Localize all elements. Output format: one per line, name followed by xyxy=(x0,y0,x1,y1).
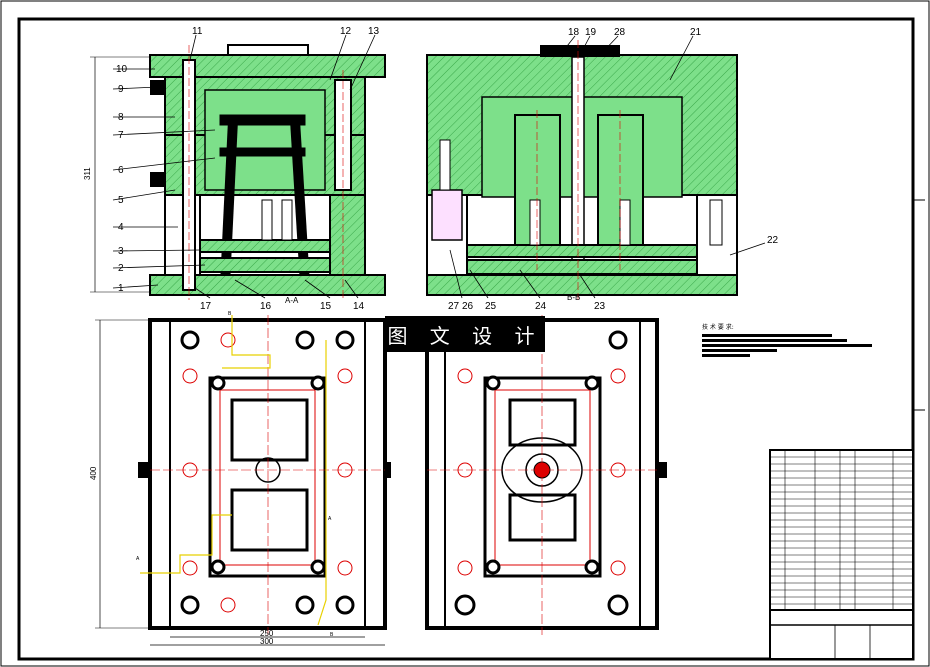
section-marker-4: B xyxy=(330,632,334,638)
section-label-bb: B-B xyxy=(567,293,580,302)
section-label-aa: A-A xyxy=(285,296,299,305)
note-line xyxy=(702,354,750,357)
part-label-27: 27 xyxy=(448,301,460,312)
part-label-22: 22 xyxy=(767,235,779,246)
part-label-6: 6 xyxy=(118,165,124,176)
right-section-view xyxy=(426,40,738,300)
inner-border xyxy=(17,17,915,661)
part-label-10: 10 xyxy=(116,64,128,75)
dimension-400: 400 xyxy=(89,466,98,480)
left-part-numbers: 1 2 3 4 5 6 7 8 9 10 11 12 13 14 15 16 1… xyxy=(83,26,380,312)
part-label-13: 13 xyxy=(368,26,380,37)
part-label-17: 17 xyxy=(200,301,212,312)
right-leaders xyxy=(449,35,766,299)
part-label-28: 28 xyxy=(614,27,626,38)
note-line xyxy=(702,339,847,342)
part-label-1: 1 xyxy=(118,283,124,294)
notes-title: 技 术 要 求: xyxy=(702,324,734,331)
part-label-14: 14 xyxy=(353,301,365,312)
part-label-4: 4 xyxy=(118,222,124,233)
note-line xyxy=(702,334,832,337)
left-leaders xyxy=(112,34,376,299)
section-marker-1: B xyxy=(228,311,232,317)
left-plan-labels: 400 250 300 B A A B xyxy=(89,311,334,646)
part-label-8: 8 xyxy=(118,112,124,123)
part-label-15: 15 xyxy=(320,301,332,312)
part-label-16: 16 xyxy=(260,301,272,312)
note-line xyxy=(702,344,872,347)
part-label-26: 26 xyxy=(462,301,474,312)
part-label-3: 3 xyxy=(118,246,124,257)
part-label-25: 25 xyxy=(485,301,497,312)
watermark-banner: 图 文 设 计 xyxy=(385,316,545,352)
part-label-19: 19 xyxy=(585,27,597,38)
part-label-9: 9 xyxy=(118,84,124,95)
part-label-2: 2 xyxy=(118,263,124,274)
left-section-view xyxy=(90,44,386,300)
part-label-23: 23 xyxy=(594,301,606,312)
bom-rows xyxy=(770,449,913,605)
part-label-21: 21 xyxy=(690,27,702,38)
part-label-11: 11 xyxy=(192,26,203,37)
right-plan-view xyxy=(425,315,667,635)
dimension-300: 300 xyxy=(260,637,274,646)
technical-requirements: 技 术 要 求: xyxy=(702,322,877,359)
left-plan-view xyxy=(95,315,391,646)
part-label-24: 24 xyxy=(535,301,547,312)
section-marker-3: A xyxy=(328,516,332,522)
right-part-numbers: 18 19 28 21 22 23 24 25 26 27 B-B xyxy=(448,27,779,312)
part-label-18: 18 xyxy=(568,27,580,38)
dimension-250: 250 xyxy=(260,629,274,638)
dimension-311: 311 xyxy=(83,167,92,180)
part-label-12: 12 xyxy=(340,26,352,37)
part-label-7: 7 xyxy=(118,130,124,141)
title-block xyxy=(769,449,914,660)
part-label-5: 5 xyxy=(118,195,124,206)
note-line xyxy=(702,349,777,352)
section-marker-2: A xyxy=(136,556,140,562)
